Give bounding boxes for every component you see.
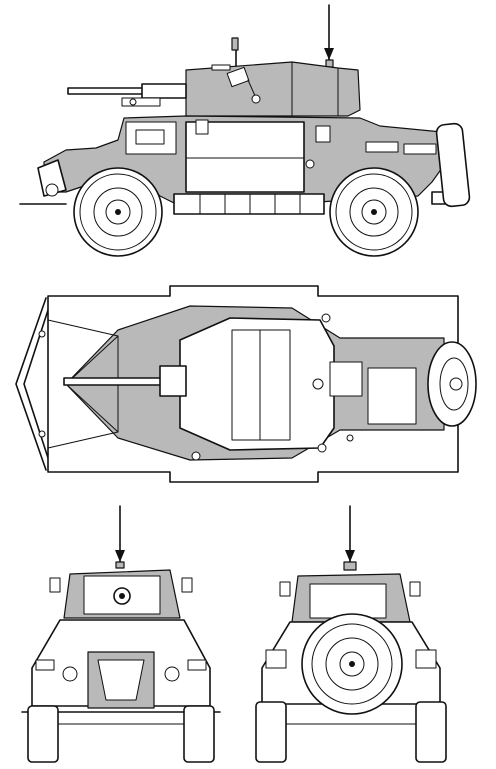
side-main-gun (67, 87, 149, 95)
side-vision-slit-2 (403, 143, 437, 155)
top-view (15, 285, 477, 483)
front-view (21, 505, 221, 763)
front-wheel-right (183, 705, 215, 763)
front-headlight-right (164, 666, 180, 682)
side-running-board (173, 193, 325, 215)
top-turret-hatch (231, 329, 291, 441)
rear-spare-wheel (301, 613, 403, 715)
rear-view (255, 505, 447, 763)
front-headlight-left (62, 666, 78, 682)
side-spare-wheel (435, 122, 471, 208)
top-main-gun (63, 377, 165, 386)
rear-wheel-left (255, 701, 287, 763)
front-wheel-left (27, 705, 59, 763)
rear-wheel-right (415, 701, 447, 763)
side-view (19, 4, 471, 257)
top-engine-hatch-2 (367, 367, 417, 425)
side-vision-slit-1 (365, 141, 399, 153)
side-rear-wheel (329, 167, 419, 257)
side-headlight (45, 183, 59, 197)
side-gun-mantlet (141, 83, 187, 99)
top-engine-hatch-1 (329, 361, 363, 397)
side-front-plate (37, 159, 67, 197)
side-front-wheel (73, 167, 163, 257)
top-front-deflector (15, 297, 47, 471)
